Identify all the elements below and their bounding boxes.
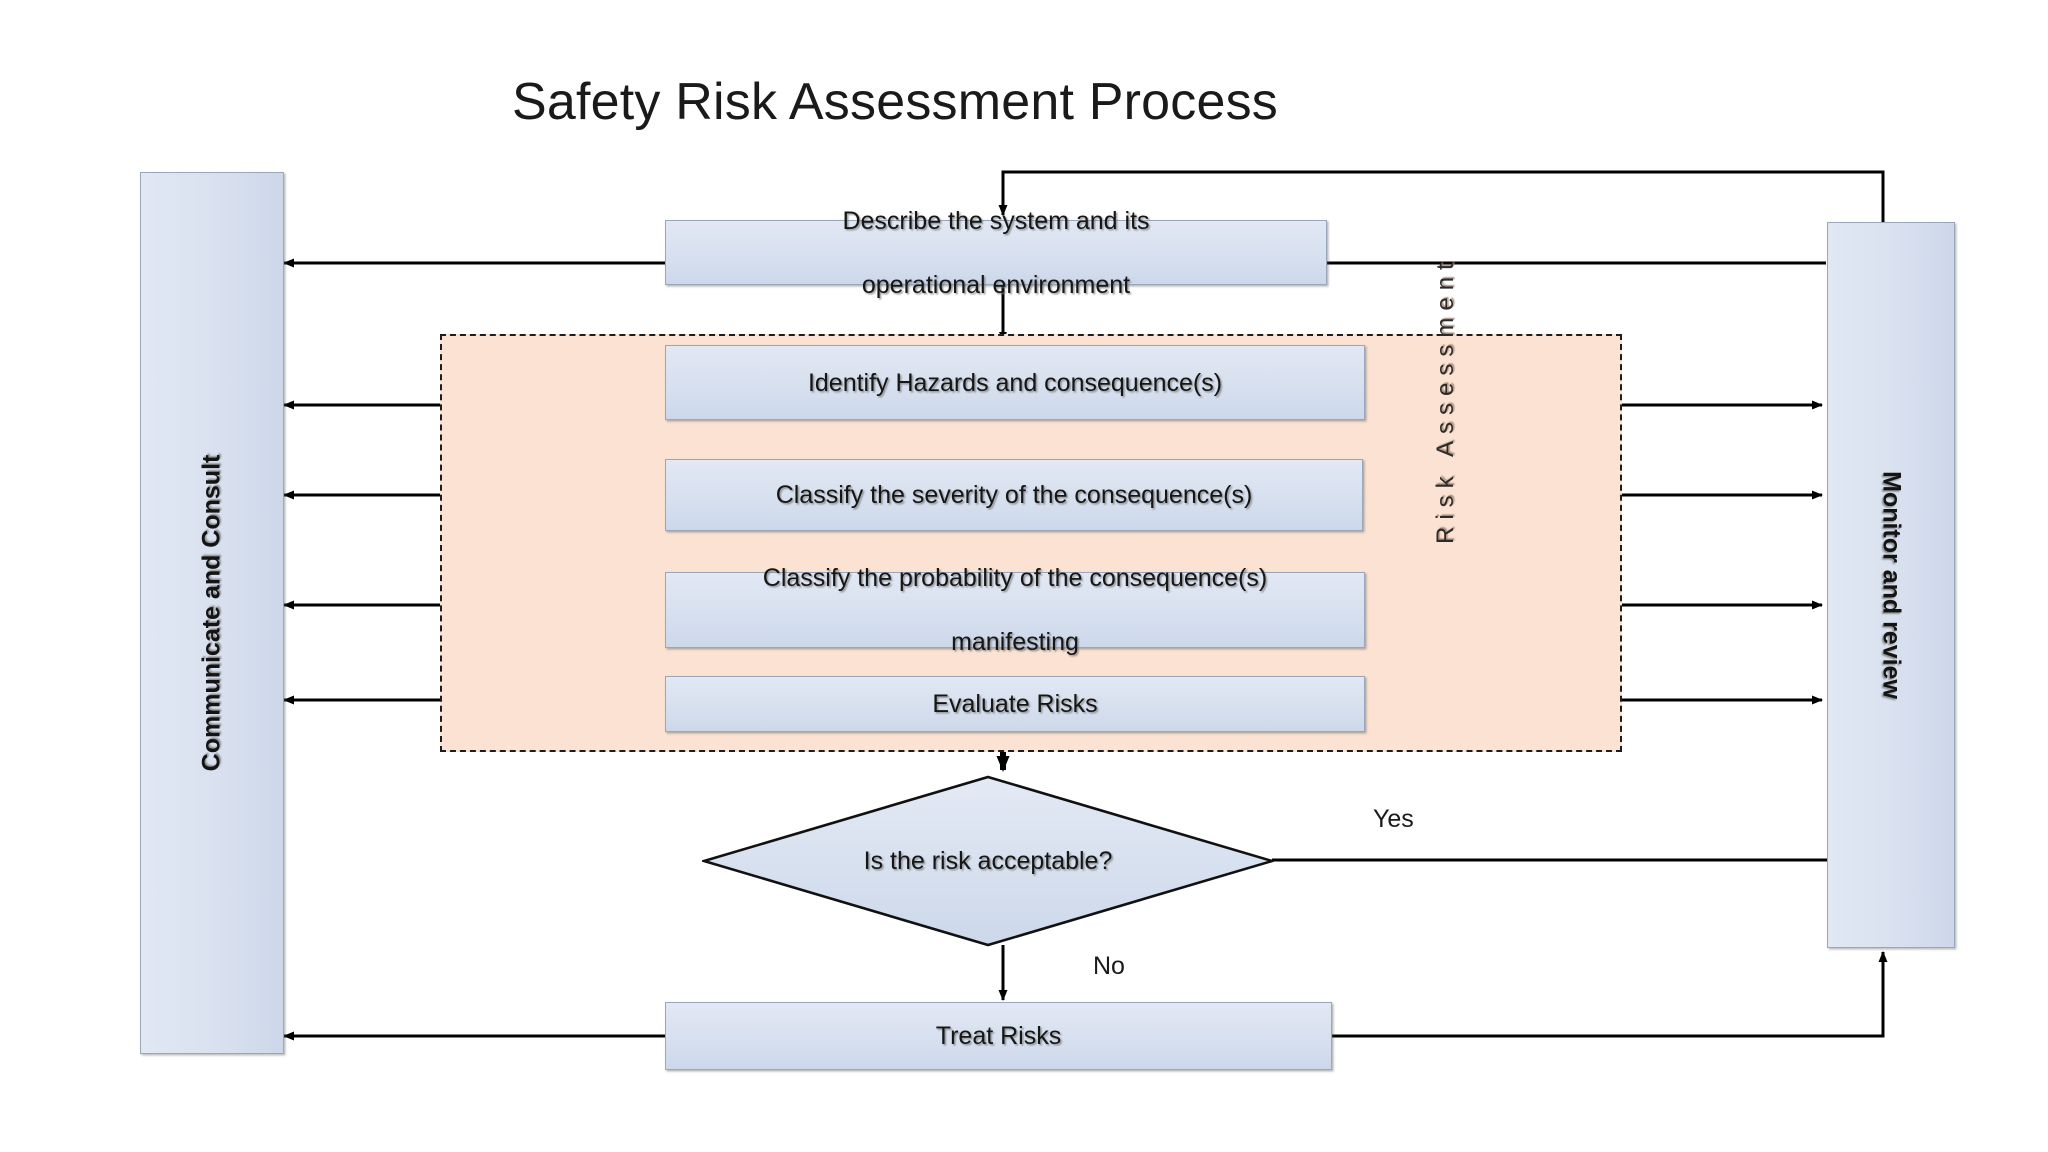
decision-label: Is the risk acceptable?: [863, 846, 1113, 875]
branch-label-yes: Yes: [1373, 805, 1414, 833]
step-describe-system-line1: Describe the system and its: [842, 206, 1150, 235]
step-treat-risks[interactable]: Treat Risks: [665, 1002, 1332, 1070]
sidebar-communicate-and-consult[interactable]: Communicate and Consult: [140, 172, 284, 1054]
step-treat-risks-label: Treat Risks: [935, 1022, 1062, 1050]
decision-label-wrap: Is the risk acceptable?: [702, 775, 1274, 947]
step-classify-probability-line1: Classify the probability of the conseque…: [762, 564, 1268, 592]
step-identify-hazards-label: Identify Hazards and consequence(s): [807, 368, 1223, 397]
step-identify-hazards[interactable]: Identify Hazards and consequence(s): [665, 345, 1365, 420]
decision-is-risk-acceptable[interactable]: Is the risk acceptable?: [702, 775, 1274, 947]
step-describe-system-line2: operational environment: [861, 270, 1131, 299]
step-classify-probability-line2: manifesting: [951, 628, 1079, 656]
step-classify-probability[interactable]: Classify the probability of the conseque…: [665, 564, 1365, 656]
step-describe-system[interactable]: Describe the system and its operational …: [665, 207, 1327, 299]
sidebar-monitor-and-review[interactable]: Monitor and review: [1827, 222, 1955, 948]
step-classify-probability-label: Classify the probability of the conseque…: [763, 562, 1267, 658]
page-title: Safety Risk Assessment Process: [511, 73, 1279, 131]
risk-assessment-group-label-text: Risk Assessment: [1432, 256, 1459, 544]
step-evaluate-risks[interactable]: Evaluate Risks: [665, 676, 1365, 732]
step-describe-system-label: Describe the system and its operational …: [842, 205, 1149, 301]
step-classify-severity-label: Classify the severity of the consequence…: [775, 481, 1253, 509]
branch-label-no: No: [1093, 952, 1125, 980]
step-evaluate-risks-label: Evaluate Risks: [932, 690, 1098, 718]
sidebar-communicate-label: Communicate and Consult: [197, 454, 226, 772]
sidebar-monitor-label: Monitor and review: [1877, 471, 1906, 699]
step-classify-severity[interactable]: Classify the severity of the consequence…: [665, 459, 1363, 531]
